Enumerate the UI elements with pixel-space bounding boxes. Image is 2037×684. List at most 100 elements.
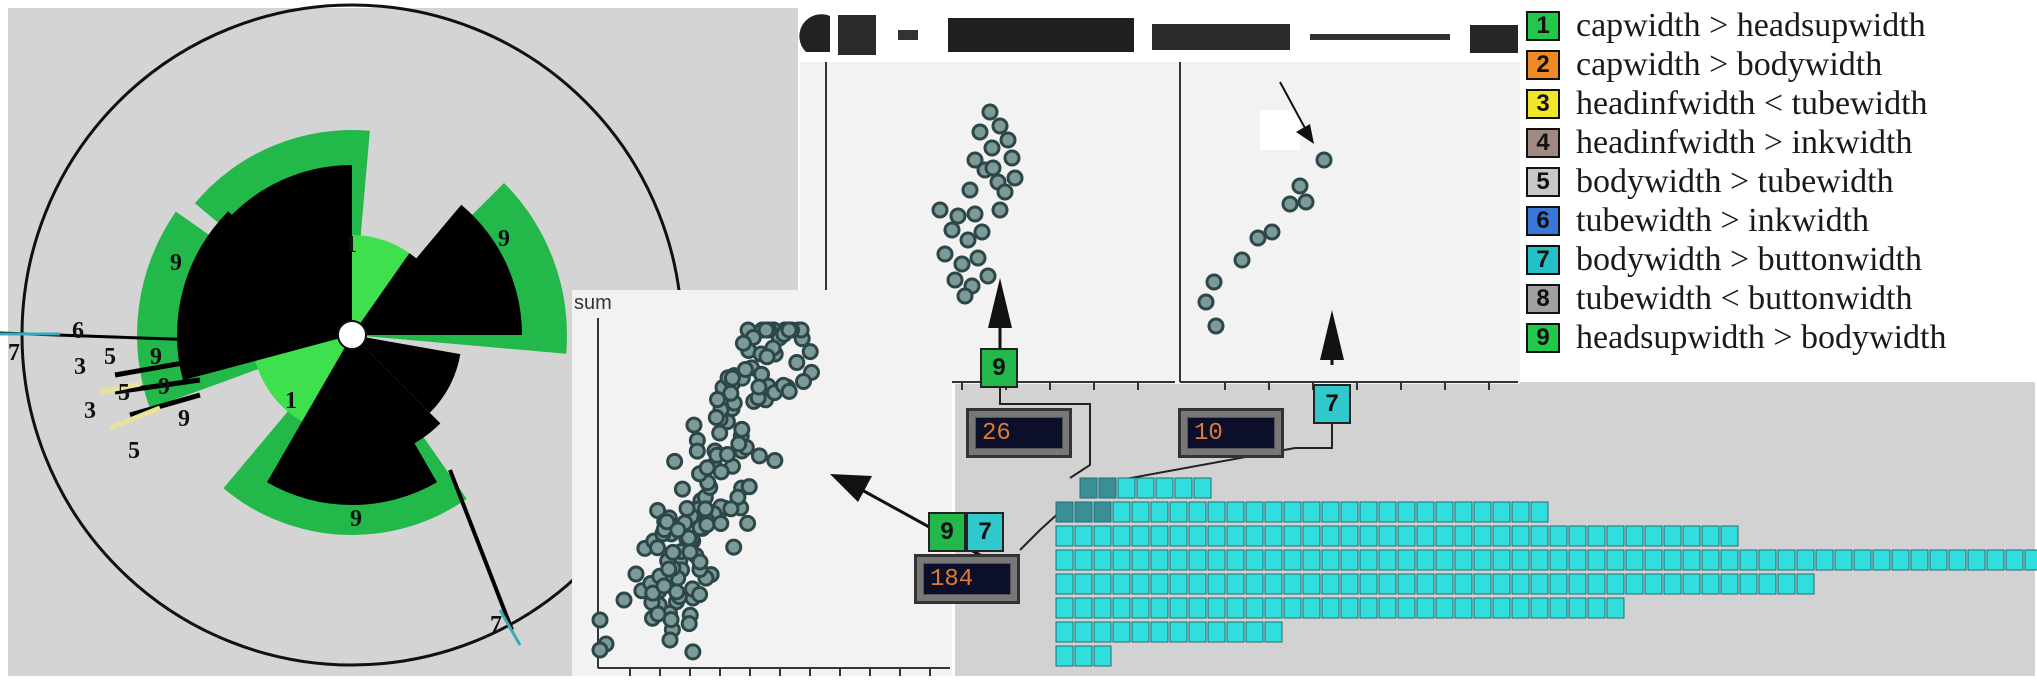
legend-label: capwidth > bodywidth bbox=[1576, 46, 1883, 83]
histogram-cell bbox=[1530, 549, 1549, 571]
scatter-point bbox=[664, 543, 682, 561]
histogram-cell bbox=[1378, 573, 1397, 595]
histogram-cell bbox=[1188, 573, 1207, 595]
scatter-point bbox=[734, 334, 752, 352]
histogram-cell bbox=[1796, 549, 1815, 571]
scatter-point bbox=[758, 348, 776, 366]
wheel-center-hole bbox=[337, 320, 367, 350]
histogram-cell bbox=[1378, 597, 1397, 619]
histogram-cell bbox=[1568, 549, 1587, 571]
tag-scatter-left: 9 bbox=[980, 348, 1018, 388]
wheel-label: 9 bbox=[170, 250, 182, 276]
pointer-arrow-line bbox=[1279, 81, 1307, 131]
scatter-point bbox=[1205, 273, 1223, 291]
histogram-cell bbox=[1079, 477, 1098, 499]
glyph-tube bbox=[1152, 24, 1290, 50]
scatter-plot-sum bbox=[591, 321, 820, 661]
histogram-cell bbox=[1720, 525, 1739, 547]
scatter-point bbox=[1249, 229, 1267, 247]
glyph-head bbox=[838, 15, 876, 55]
scatter-point bbox=[739, 514, 757, 532]
histogram-cell bbox=[1188, 501, 1207, 523]
histogram-cell bbox=[1359, 549, 1378, 571]
histogram-cell bbox=[1511, 549, 1530, 571]
histogram-cell bbox=[1093, 597, 1112, 619]
histogram-cell bbox=[1093, 549, 1112, 571]
wheel-label: 1 bbox=[285, 388, 297, 414]
legend-swatch: 7 bbox=[1526, 245, 1560, 275]
scatter-point bbox=[991, 201, 1009, 219]
histogram-cell bbox=[1155, 477, 1174, 499]
histogram-cell bbox=[1435, 525, 1454, 547]
legend-item-6: 6 tubewidth > inkwidth bbox=[1520, 203, 2030, 239]
histogram-cell bbox=[1511, 597, 1530, 619]
histogram-cell bbox=[1530, 597, 1549, 619]
histogram-cell bbox=[1359, 597, 1378, 619]
histogram-cell bbox=[1226, 525, 1245, 547]
scatter-point bbox=[684, 643, 702, 661]
histogram-cell bbox=[1302, 525, 1321, 547]
scatter-point bbox=[673, 480, 691, 498]
scatter-point bbox=[711, 424, 729, 442]
scatter-point bbox=[669, 521, 687, 539]
histogram-cell bbox=[1302, 549, 1321, 571]
histogram-cell bbox=[1435, 597, 1454, 619]
histogram-cell bbox=[1568, 525, 1587, 547]
scatter-point bbox=[707, 408, 725, 426]
histogram-cell bbox=[1340, 525, 1359, 547]
scatter-point bbox=[979, 267, 997, 285]
scatter-point bbox=[780, 321, 798, 339]
histogram-cell bbox=[1663, 549, 1682, 571]
legend-item-9: 9 headsupwidth > bodywidth bbox=[1520, 320, 2030, 356]
histogram-cell bbox=[1074, 573, 1093, 595]
histogram-cell bbox=[1264, 501, 1283, 523]
scatter-point bbox=[591, 611, 609, 629]
wheel-sector-light bbox=[252, 335, 352, 429]
histogram-cell bbox=[1207, 549, 1226, 571]
histogram-cell bbox=[1188, 621, 1207, 643]
histogram-cell bbox=[1136, 477, 1155, 499]
histogram-cell bbox=[1796, 573, 1815, 595]
scatter-point bbox=[943, 221, 961, 239]
histogram-cell bbox=[1701, 573, 1720, 595]
wheel-sector-black bbox=[352, 335, 461, 413]
histogram-cell bbox=[1098, 477, 1117, 499]
histogram-cell bbox=[1625, 549, 1644, 571]
histogram-cell bbox=[1174, 477, 1193, 499]
arrow-up-right bbox=[1320, 310, 1344, 360]
histogram-cell bbox=[1150, 621, 1169, 643]
histogram-cell bbox=[1416, 549, 1435, 571]
histogram-cell bbox=[1397, 573, 1416, 595]
histogram-cell bbox=[1606, 597, 1625, 619]
histogram-cell bbox=[1644, 573, 1663, 595]
histogram-cell bbox=[1340, 573, 1359, 595]
scatter-point bbox=[680, 615, 698, 633]
cell-histogram bbox=[1055, 477, 2037, 667]
histogram-cell bbox=[1587, 573, 1606, 595]
scatter-point bbox=[961, 181, 979, 199]
legend-item-2: 2 capwidth > bodywidth bbox=[1520, 47, 2030, 83]
histogram-cell bbox=[1378, 525, 1397, 547]
histogram-cell bbox=[1701, 549, 1720, 571]
scatter-point bbox=[996, 183, 1014, 201]
scatter-point bbox=[953, 255, 971, 273]
legend-item-3: 3 headinfwidth < tubewidth bbox=[1520, 86, 2030, 122]
glyph-button bbox=[1470, 25, 1518, 53]
histogram-cell bbox=[1112, 573, 1131, 595]
connector-left bbox=[999, 384, 1091, 479]
arrow-up-left bbox=[988, 278, 1012, 328]
histogram-cell bbox=[1055, 573, 1074, 595]
histogram-cell bbox=[1245, 525, 1264, 547]
tag-pair-second: 7 bbox=[966, 512, 1004, 552]
legend-item-1: 1 capwidth > headsupwidth bbox=[1520, 8, 2030, 44]
histogram-cell bbox=[1321, 597, 1340, 619]
wheel-label: 9 bbox=[150, 344, 162, 370]
histogram-cell bbox=[1117, 477, 1136, 499]
histogram-cell bbox=[1511, 573, 1530, 595]
scatter-plot-right bbox=[1197, 151, 1333, 335]
histogram-cell bbox=[1226, 501, 1245, 523]
legend-swatch: 5 bbox=[1526, 167, 1560, 197]
histogram-cell bbox=[1492, 525, 1511, 547]
wheel-label: 5 bbox=[128, 438, 140, 464]
count-value: 10 bbox=[1187, 417, 1275, 449]
